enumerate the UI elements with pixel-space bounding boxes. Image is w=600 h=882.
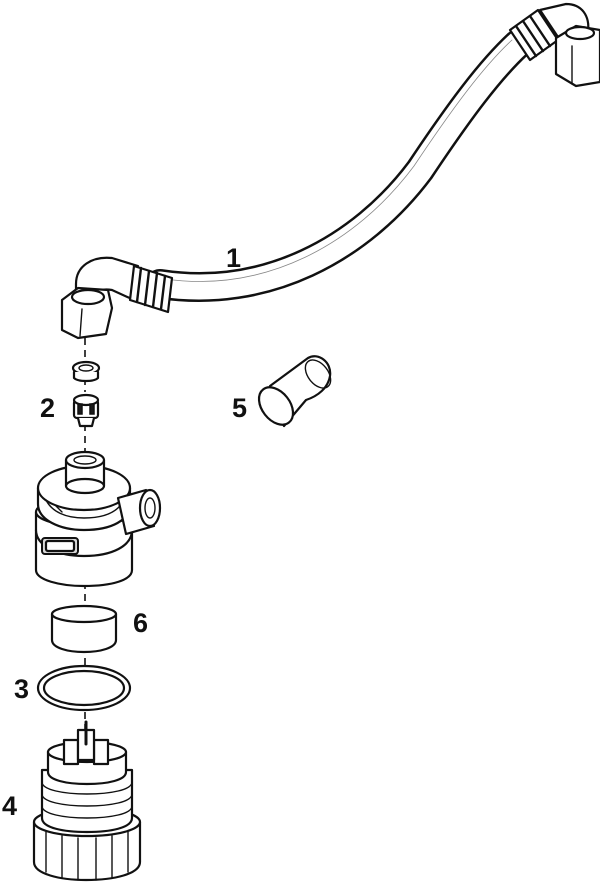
retaining-clip: [71, 360, 101, 383]
o-ring: [36, 664, 132, 712]
callout-4: 4: [2, 791, 17, 821]
lower-ferrule: [128, 264, 174, 314]
filter-cartridge: [50, 604, 118, 654]
check-valve: [72, 393, 100, 428]
callout-5: 5: [232, 393, 247, 423]
lower-hex-nut: [60, 286, 114, 340]
callout-3: 3: [14, 674, 29, 704]
callout-6: 6: [133, 608, 148, 638]
valve-housing: [34, 450, 162, 588]
callout-2: 2: [40, 393, 55, 423]
hose-assembly: [60, 2, 600, 340]
sealing-plug: [257, 355, 332, 428]
upper-hex-nut: [554, 24, 600, 88]
filter-cap: [32, 720, 142, 882]
callout-1: 1: [226, 243, 241, 273]
